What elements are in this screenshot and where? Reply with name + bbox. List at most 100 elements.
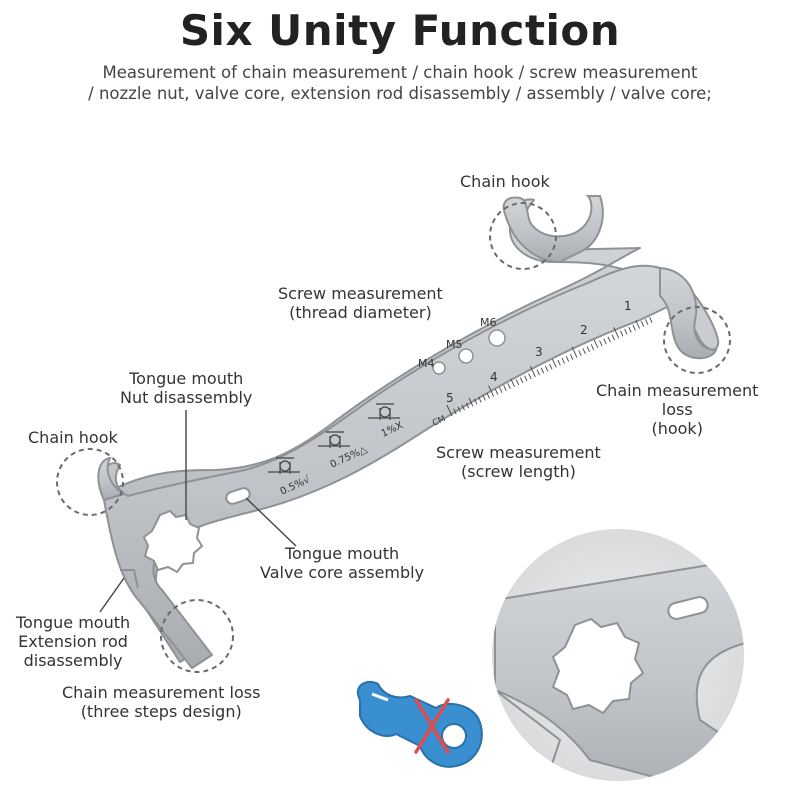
ruler-scale bbox=[446, 317, 653, 417]
label-chain-measure-hook-line1: Chain measurement bbox=[596, 381, 759, 400]
hole-m6-label: M6 bbox=[480, 316, 497, 329]
label-screw-length-line1: Screw measurement bbox=[436, 443, 601, 462]
label-chain-measure-hook-line3: (hook) bbox=[651, 419, 703, 438]
label-screw-length: Screw measurement (screw length) bbox=[436, 443, 601, 481]
ruler-tick bbox=[649, 317, 653, 323]
ruler-tick bbox=[540, 367, 545, 374]
leader-extension bbox=[99, 577, 125, 613]
highlight-three-steps bbox=[160, 599, 234, 673]
label-screw-thread: Screw measurement (thread diameter) bbox=[278, 284, 443, 322]
ruler-tick bbox=[578, 350, 582, 356]
wear-icon-1 bbox=[368, 403, 400, 420]
ruler-tick bbox=[453, 408, 457, 415]
ruler-tick bbox=[645, 319, 649, 325]
label-tongue-valve-line1: Tongue mouth bbox=[284, 544, 400, 563]
label-chain-hook-left: Chain hook bbox=[28, 428, 118, 447]
wear-icon-0-5 bbox=[268, 457, 300, 474]
ruler-tick bbox=[536, 369, 540, 376]
label-chain-measure-hook: Chain measurement loss (hook) bbox=[596, 381, 758, 438]
ruler-number-3: 3 bbox=[535, 345, 543, 359]
subtitle: Measurement of chain measurement / chain… bbox=[0, 62, 800, 104]
ruler-tick bbox=[510, 378, 515, 388]
highlight-top-hook bbox=[489, 202, 557, 270]
ruler-tick bbox=[457, 406, 461, 413]
ruler-tick bbox=[524, 375, 528, 382]
ruler-tick bbox=[613, 327, 620, 339]
ruler-number-5: 5 bbox=[446, 391, 454, 405]
ruler-tick bbox=[571, 346, 578, 358]
label-tongue-valve: Tongue mouth Valve core assembly bbox=[260, 544, 424, 582]
subtitle-line-2: / nozzle nut, valve core, extension rod … bbox=[88, 84, 712, 103]
page-title: Six Unity Function bbox=[179, 6, 621, 55]
label-tongue-extension-line2: Extension rod bbox=[18, 632, 128, 651]
ruler-tick bbox=[528, 373, 532, 380]
ruler-tick bbox=[607, 336, 611, 343]
ruler-tick bbox=[582, 348, 586, 354]
ruler-tick bbox=[632, 324, 636, 331]
ruler-tick bbox=[529, 366, 536, 378]
ruler-tick bbox=[486, 392, 490, 399]
zoom-inset bbox=[492, 529, 744, 781]
label-screw-thread-line1: Screw measurement bbox=[278, 284, 443, 303]
ruler-tick bbox=[446, 404, 453, 417]
leader-valve bbox=[245, 497, 297, 547]
hole-m5 bbox=[458, 348, 474, 364]
ruler-tick bbox=[640, 320, 645, 327]
ruler-tick bbox=[482, 394, 486, 401]
label-chain-hook-top: Chain hook bbox=[460, 172, 550, 191]
ruler-tick bbox=[611, 334, 615, 341]
label-tongue-valve-line2: Valve core assembly bbox=[260, 563, 425, 582]
ruler-tick bbox=[590, 344, 595, 351]
ruler-tick bbox=[503, 385, 507, 391]
subtitle-line-1: Measurement of chain measurement / chain… bbox=[102, 63, 698, 82]
highlight-left-hook bbox=[56, 448, 124, 516]
wear-icon-0-75 bbox=[318, 431, 350, 448]
ruler-tick bbox=[593, 339, 599, 349]
ruler-number-1: 1 bbox=[624, 299, 632, 313]
ruler-tick bbox=[569, 353, 574, 360]
ruler-tick bbox=[552, 359, 557, 368]
ruler-tick bbox=[586, 346, 590, 353]
label-tongue-extension-line3: disassembly bbox=[23, 651, 123, 670]
ruler-tick bbox=[557, 359, 561, 366]
ruler-number-2: 2 bbox=[580, 323, 588, 337]
ruler-tick bbox=[549, 363, 553, 370]
label-tongue-extension: Tongue mouth Extension rod disassembly bbox=[16, 613, 130, 670]
label-tongue-extension-line1: Tongue mouth bbox=[16, 613, 131, 632]
right-chain-hook bbox=[659, 266, 718, 360]
ruler-tick bbox=[515, 379, 520, 386]
ruler-tick bbox=[561, 357, 565, 364]
hole-m4 bbox=[432, 361, 446, 375]
ruler-tick bbox=[507, 383, 511, 389]
ruler-tick bbox=[494, 388, 499, 395]
label-chain-three-steps-line1: Chain measurement loss bbox=[62, 683, 261, 702]
ruler-tick bbox=[599, 340, 603, 347]
label-chain-measure-hook-line2: loss bbox=[661, 400, 693, 419]
ruler-tick bbox=[635, 320, 641, 329]
ruler-tick bbox=[474, 398, 478, 405]
hole-m4-label: M4 bbox=[418, 357, 435, 370]
top-chain-hook bbox=[502, 195, 604, 264]
ruler-tick bbox=[519, 377, 524, 384]
wrong-tool-image bbox=[357, 680, 483, 768]
ruler-tick bbox=[461, 404, 465, 411]
label-chain-three-steps-line2: (three steps design) bbox=[80, 702, 242, 721]
valve-slot bbox=[225, 487, 251, 505]
label-chain-three-steps: Chain measurement loss (three steps desi… bbox=[62, 683, 260, 721]
highlight-right-hook bbox=[663, 306, 731, 374]
label-screw-length-line2: (screw length) bbox=[460, 462, 576, 481]
ruler-number-4: 4 bbox=[490, 370, 498, 384]
label-screw-thread-line2: (thread diameter) bbox=[289, 303, 432, 322]
ruler-tick bbox=[544, 365, 549, 372]
ruler-tick bbox=[603, 338, 607, 345]
ruler-tick bbox=[488, 385, 495, 397]
hole-m6 bbox=[488, 329, 506, 347]
label-tongue-nut-line2: Nut disassembly bbox=[120, 388, 253, 407]
left-chain-hook bbox=[97, 456, 127, 502]
ruler-tick bbox=[619, 330, 624, 337]
ruler-tick bbox=[465, 402, 470, 409]
ruler-tick bbox=[565, 355, 570, 362]
ruler-tick bbox=[628, 326, 632, 333]
ruler-tick bbox=[624, 328, 628, 335]
